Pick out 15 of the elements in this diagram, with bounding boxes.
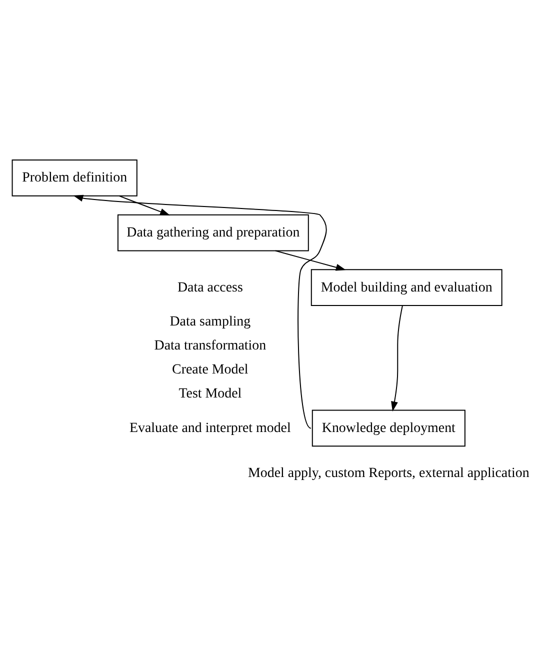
node-box: Problem definition	[12, 160, 138, 196]
arrow	[391, 305, 403, 412]
arrow	[274, 250, 346, 271]
node-box: Model building and evaluation	[310, 269, 502, 306]
label: Test Model	[178, 386, 242, 402]
label: Data sampling	[170, 314, 251, 330]
arrow	[118, 195, 170, 216]
label: Data access	[177, 280, 243, 296]
node-label: Model apply, custom Reports, external application	[248, 466, 530, 481]
label: Create Model	[172, 362, 248, 378]
arrow	[73, 194, 327, 429]
label: Data transformation	[154, 338, 266, 354]
node-box: Knowledge deployment	[312, 410, 466, 447]
label: Evaluate and interpret model	[129, 420, 291, 436]
node-box: Data gathering and preparation	[117, 214, 309, 252]
